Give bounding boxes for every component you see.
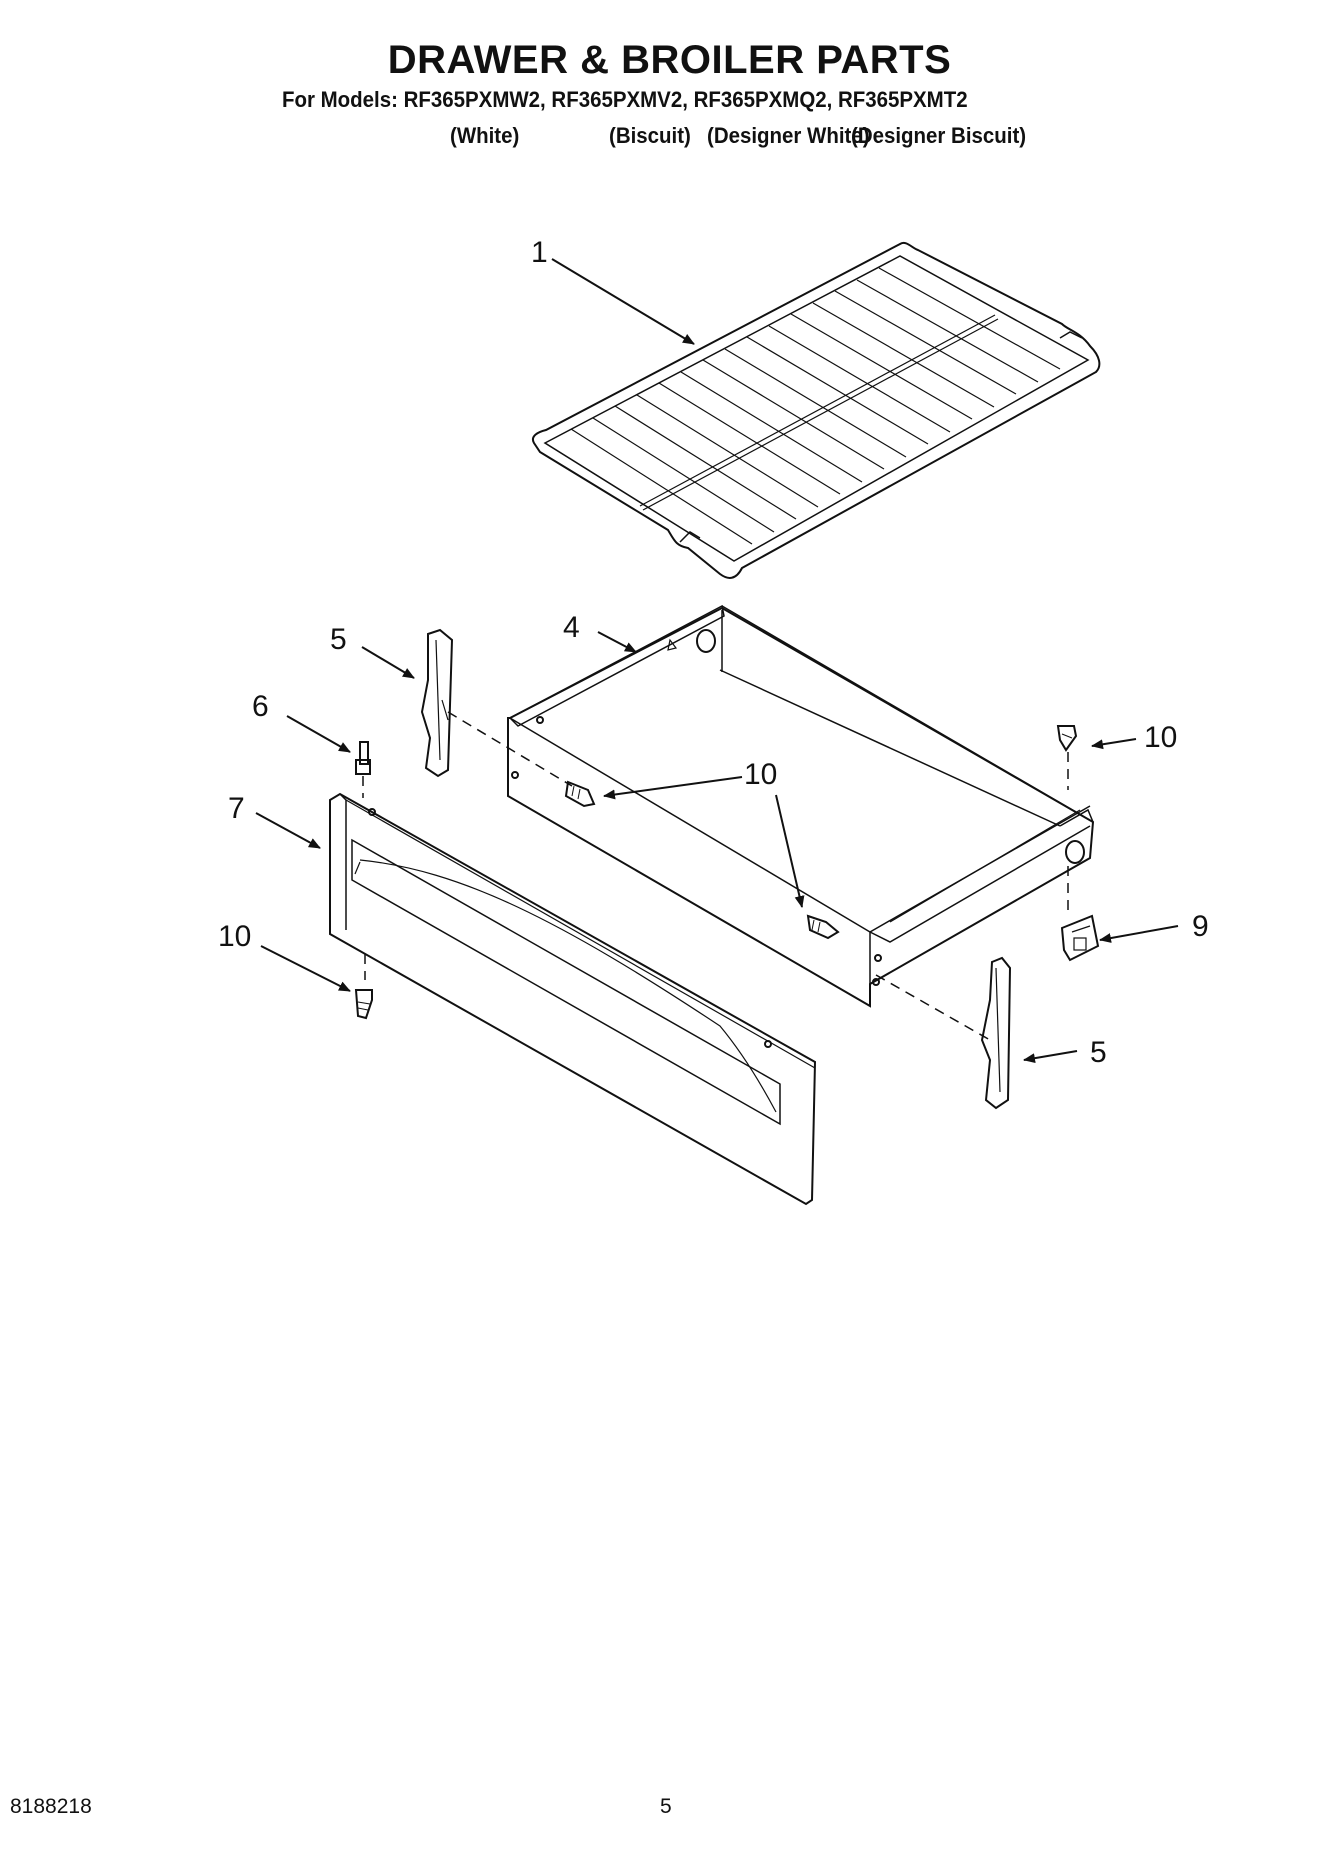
leader-arrows	[255, 258, 1179, 1064]
drawer-front-part-7	[329, 792, 817, 1206]
callout-6: 6	[252, 690, 269, 723]
broiler-rack-part-1	[532, 241, 1101, 579]
drawer-body-part-4	[507, 604, 1095, 1008]
callout-10-left: 10	[218, 920, 251, 953]
callout-4: 4	[563, 611, 580, 644]
callout-10-right: 10	[1144, 721, 1177, 754]
callout-1: 1	[531, 236, 548, 269]
stud-part-6	[355, 741, 371, 775]
drawer-slide-part-5-left	[420, 628, 454, 778]
document-number: 8188218	[10, 1795, 92, 1818]
page-number: 5	[660, 1795, 672, 1818]
page-title: DRAWER & BROILER PARTS	[387, 38, 952, 82]
color-biscuit: (Biscuit)	[609, 123, 691, 148]
callout-5-left: 5	[330, 623, 347, 656]
callout-10-center: 10	[744, 758, 777, 791]
screw-part-10-drawer-right	[806, 914, 840, 940]
drawer-slide-part-5-right	[980, 956, 1012, 1110]
models-line: For Models: RF365PXMW2, RF365PXMV2, RF36…	[282, 87, 968, 112]
color-white: (White)	[450, 123, 520, 148]
callout-9: 9	[1192, 910, 1209, 943]
clip-part-9	[1060, 914, 1100, 962]
color-designer-white: (Designer White)	[707, 123, 870, 148]
screw-part-10-top-right	[1056, 725, 1078, 752]
color-designer-biscuit: (Designer Biscuit)	[851, 123, 1027, 148]
callout-5-right: 5	[1090, 1036, 1107, 1069]
screw-part-10-drawer-left	[564, 780, 596, 808]
alignment-lines	[362, 711, 1069, 1041]
callout-7: 7	[228, 792, 245, 825]
screw-part-10-front-bottom	[354, 989, 373, 1020]
